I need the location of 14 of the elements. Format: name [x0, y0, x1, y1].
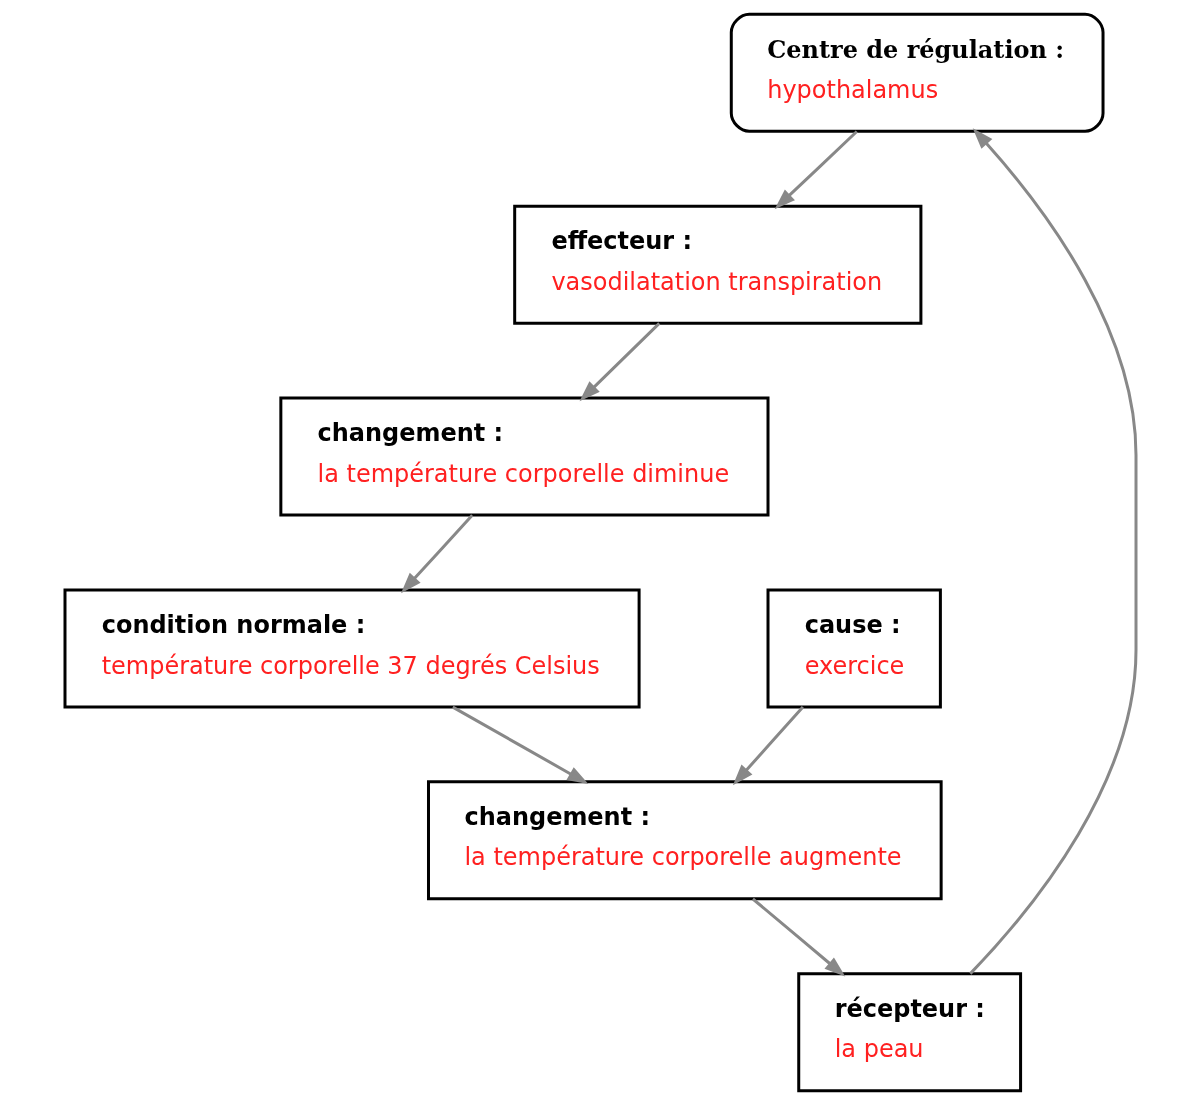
- node-box: condition normale : température corporelle 37 degrés Celsius: [63, 588, 641, 709]
- arrow: [774, 130, 858, 210]
- node-box: changement : la température corporelle diminue: [279, 396, 770, 517]
- arrow: [969, 128, 1138, 975]
- arrow: [751, 897, 846, 977]
- node-box: Centre de régulation : hypothalamus: [729, 12, 1105, 133]
- arrow: [452, 705, 589, 785]
- node-box: changement : la température corporelle augmente: [427, 780, 943, 901]
- node-box: cause : exercice: [766, 588, 942, 709]
- arrow: [579, 322, 661, 402]
- node-box: récepteur : la peau: [797, 972, 1023, 1093]
- node-box: effecteur : vasodilatation transpiration: [513, 204, 923, 325]
- arrow: [732, 706, 805, 786]
- arrow: [401, 514, 474, 594]
